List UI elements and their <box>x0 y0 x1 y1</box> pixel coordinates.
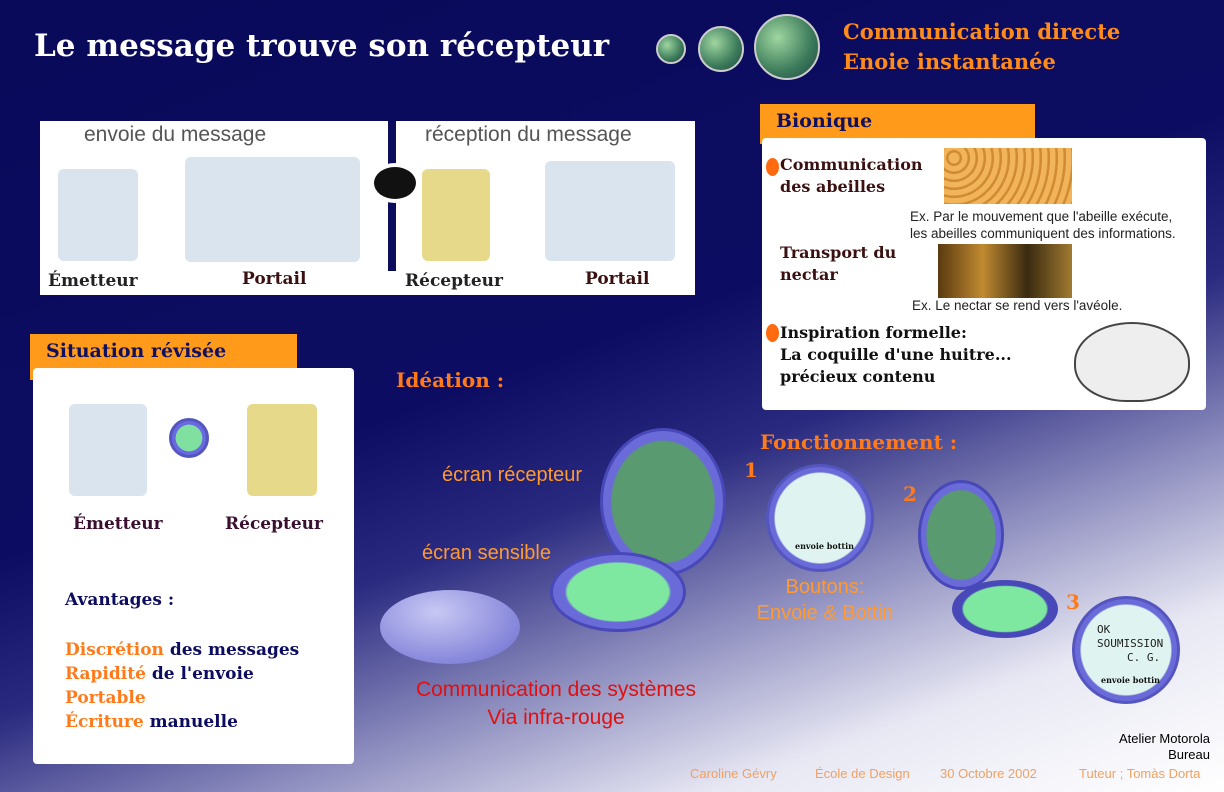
bee-example: Ex. Par le mouvement que l'abeille exécu… <box>910 209 1176 241</box>
advantage-item: Discrétion des messages <box>65 638 299 662</box>
closed-device-image <box>380 590 520 664</box>
device-label: envoie bottin <box>1101 675 1160 685</box>
page-title: Le message trouve son récepteur <box>34 28 610 64</box>
advantage-highlight: Discrétion <box>65 640 164 660</box>
bees-image <box>938 244 1072 298</box>
headline-1: Communication directe <box>843 19 1121 44</box>
message-flow-panel: envoie du message réception du message É… <box>40 121 695 295</box>
fonctionnement-title: Fonctionnement : <box>760 430 958 454</box>
advantages-list: Discrétion des messages Rapidité de l'en… <box>65 638 299 734</box>
globe-icon <box>656 34 686 64</box>
step-number: 1 <box>744 458 758 482</box>
emitter-label: Émetteur <box>73 514 163 534</box>
advantage-item: Rapidité de l'envoie <box>65 662 299 686</box>
figure-label: Récepteur <box>405 271 503 291</box>
school: École de Design <box>815 766 910 781</box>
oyster-heading: Inspiration formelle:La coquille d'une h… <box>780 323 1012 386</box>
device-base-image <box>550 552 686 632</box>
advantage-highlight: Rapidité <box>65 664 146 684</box>
advantage-item: Portable <box>65 686 299 710</box>
date: 30 Octobre 2002 <box>940 766 1037 781</box>
device-image <box>169 418 209 458</box>
advantage-text: manuelle <box>143 712 238 732</box>
buttons-caption: Boutons:Envoie & Bottin <box>756 576 894 624</box>
advantage-highlight: Écriture <box>65 712 144 732</box>
oyster-sketch <box>1074 322 1190 402</box>
advantage-text: de l'envoie <box>145 664 254 684</box>
bionique-tab: Bionique <box>760 104 1035 144</box>
portal-figure <box>545 161 675 261</box>
signal-icon <box>370 163 420 203</box>
bullet-icon <box>766 158 779 176</box>
device-label: envoie bottin <box>795 541 854 551</box>
advantages-title: Avantages : <box>65 590 175 610</box>
emitter-figure <box>69 404 147 496</box>
send-label: envoie du message <box>84 123 267 146</box>
receive-label: réception du message <box>425 123 632 146</box>
honeycomb-image <box>944 148 1072 204</box>
screen-receiver-label: écran récepteur <box>442 464 583 486</box>
advantage-item: Écriture manuelle <box>65 710 299 734</box>
figure-label: Émetteur <box>48 271 138 291</box>
receiver-figure <box>247 404 317 496</box>
receiver-label: Récepteur <box>225 514 323 534</box>
globe-icon <box>754 14 820 80</box>
author: Caroline Gévry <box>690 766 777 781</box>
ideation-title: Idéation : <box>396 368 505 392</box>
headline-2: Enoie instantanée <box>843 49 1056 74</box>
emitter-figure <box>58 169 138 261</box>
step-number: 2 <box>903 482 917 506</box>
figure-label: Portail <box>585 269 650 289</box>
device-step-1: envoie bottin <box>766 464 874 572</box>
advantage-highlight: Portable <box>65 688 146 708</box>
device-step-2-base <box>952 580 1058 638</box>
situation-panel: Émetteur Récepteur Avantages : Discrétio… <box>33 368 354 764</box>
step-number: 3 <box>1066 590 1080 614</box>
nectar-example: Ex. Le nectar se rend vers l'avéole. <box>912 298 1123 313</box>
tutor: Tuteur ; Tomàs Dorta <box>1079 766 1201 781</box>
advantage-text: des messages <box>163 640 300 660</box>
bullet-icon <box>766 324 779 342</box>
screen-touch-label: écran sensible <box>422 542 551 564</box>
figure-label: Portail <box>242 269 307 289</box>
receiver-figure <box>422 169 490 261</box>
device-step-2-lid <box>918 480 1004 590</box>
portal-figure <box>185 157 360 262</box>
globe-icon <box>698 26 744 72</box>
